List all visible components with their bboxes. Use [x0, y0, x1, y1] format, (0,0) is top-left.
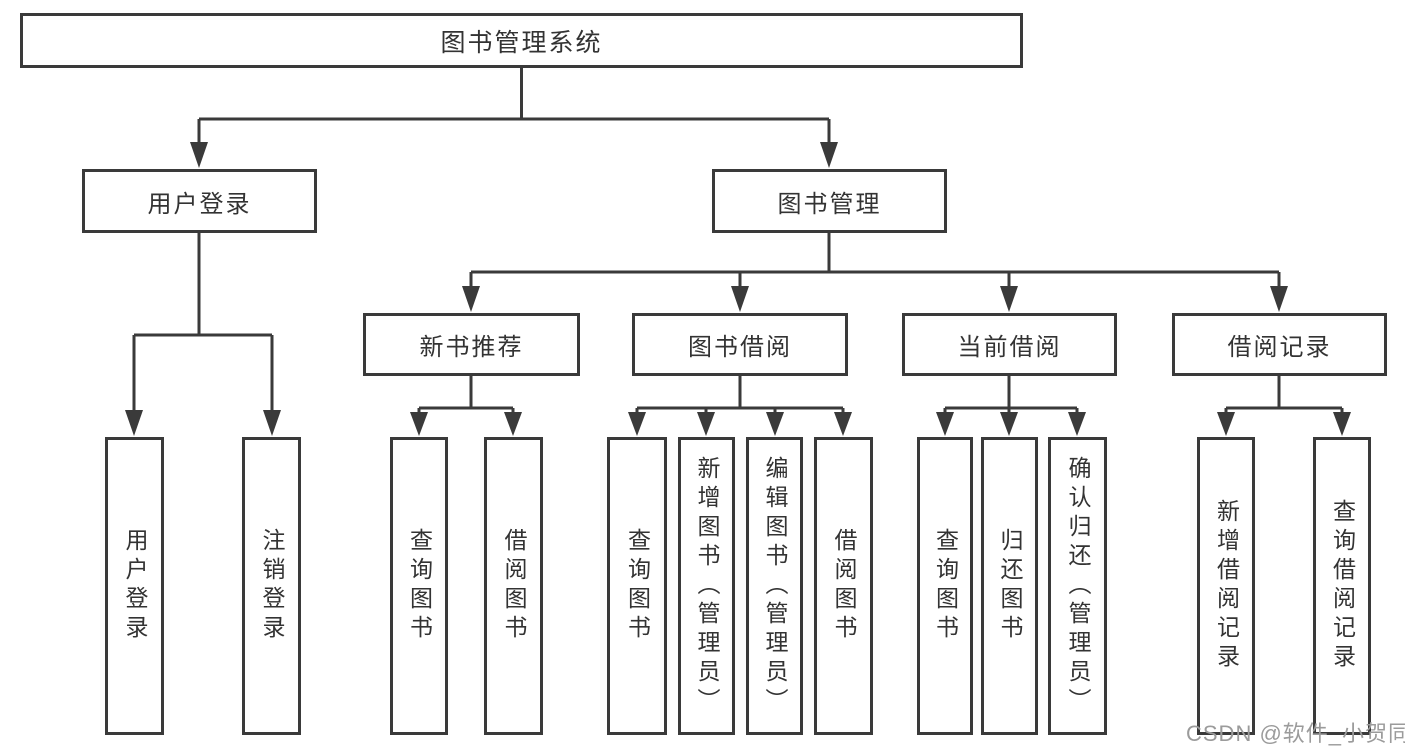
arrow-down-icon: [1000, 286, 1018, 312]
arrow-down-icon: [1000, 412, 1018, 436]
node-new-book-recommendation: 新书推荐: [363, 313, 580, 376]
arrow-down-icon: [834, 412, 852, 436]
arrow-down-icon: [410, 412, 428, 436]
arrow-down-icon: [263, 410, 281, 436]
arrow-down-icon: [697, 412, 715, 436]
book-mgmt-to-level3-connectors: [462, 233, 1288, 312]
leaf-confirm-return-admin: 确认归还（管理员）: [1048, 437, 1107, 735]
arrow-down-icon: [125, 410, 143, 436]
arrow-down-icon: [504, 412, 522, 436]
book-borrow-children-connectors: [628, 376, 852, 436]
arrow-down-icon: [766, 412, 784, 436]
arrow-down-icon: [936, 412, 954, 436]
user-login-children-connectors: [125, 233, 281, 436]
leaf-return-books: 归还图书: [981, 437, 1038, 735]
arrow-down-icon: [1068, 412, 1086, 436]
arrow-down-icon: [731, 286, 749, 312]
leaf-query-books-current: 查询图书: [917, 437, 973, 735]
arrow-down-icon: [628, 412, 646, 436]
arrow-down-icon: [1270, 286, 1288, 312]
csdn-watermark: CSDN @软件_小贺同学: [1186, 721, 1405, 746]
arrow-down-icon: [1217, 412, 1235, 436]
leaf-borrow-books: 借阅图书: [814, 437, 873, 735]
arrow-down-icon: [462, 286, 480, 312]
new-books-children-connectors: [410, 376, 522, 436]
leaf-edit-books-admin: 编辑图书（管理员）: [746, 437, 803, 735]
leaf-add-books-admin: 新增图书（管理员）: [678, 437, 735, 735]
leaf-query-books-recommendation: 查询图书: [390, 437, 448, 735]
node-book-management-branch: 图书管理: [712, 169, 947, 233]
leaf-query-books-borrowing: 查询图书: [607, 437, 667, 735]
node-user-login-branch: 用户登录: [82, 169, 317, 233]
node-borrowing-records: 借阅记录: [1172, 313, 1387, 376]
node-book-borrowing: 图书借阅: [632, 313, 848, 376]
arrow-down-icon: [190, 142, 208, 168]
current-borrow-children-connectors: [936, 376, 1086, 436]
root-to-level2-connectors: [190, 68, 838, 168]
leaf-user-login: 用户登录: [105, 437, 164, 735]
arrow-down-icon: [820, 142, 838, 168]
leaf-query-borrow-record: 查询借阅记录: [1313, 437, 1371, 735]
arrow-down-icon: [1333, 412, 1351, 436]
leaf-logout: 注销登录: [242, 437, 301, 735]
node-library-management-system: 图书管理系统: [20, 13, 1023, 68]
leaf-borrow-books-recommendation: 借阅图书: [484, 437, 543, 735]
leaf-add-borrow-record: 新增借阅记录: [1197, 437, 1255, 735]
node-current-borrowing: 当前借阅: [902, 313, 1117, 376]
borrow-records-children-connectors: [1217, 376, 1351, 436]
